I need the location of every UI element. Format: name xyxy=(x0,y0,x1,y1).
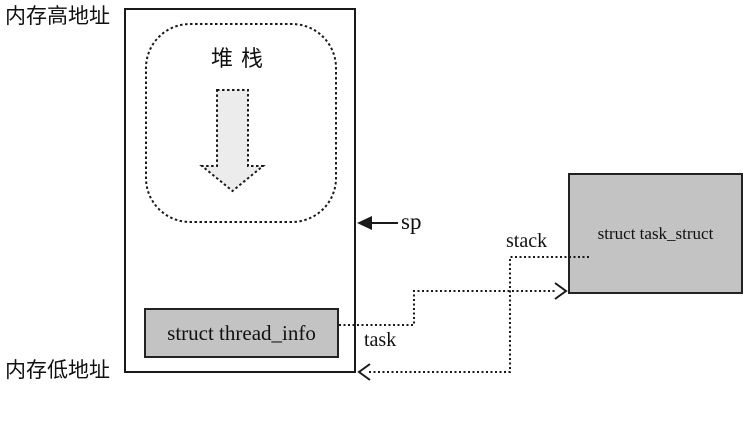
task-struct-box-label: struct task_struct xyxy=(597,223,714,243)
task-pointer-line xyxy=(339,290,557,326)
stack-pointer-arrowhead xyxy=(357,363,371,381)
task-struct-box: struct task_struct xyxy=(568,173,743,294)
task-pointer-label: task xyxy=(364,329,397,351)
sp-label: sp xyxy=(401,209,422,234)
sp-arrow-icon xyxy=(357,216,398,230)
task-pointer-arrowhead xyxy=(554,282,568,300)
memory-high-address-label: 内存高地址 xyxy=(5,4,110,28)
stack-pointer-label: stack xyxy=(506,230,548,252)
memory-low-address-label: 内存低地址 xyxy=(5,358,110,382)
stack-pointer-line xyxy=(367,256,589,373)
thread-info-box-label: struct thread_info xyxy=(167,320,316,345)
stack-pointer-arrow xyxy=(357,256,589,381)
thread-info-box: struct thread_info xyxy=(144,308,339,358)
task-pointer-arrow xyxy=(339,282,568,326)
stack-region-label: 堆栈 xyxy=(210,46,271,71)
sp-arrow-head xyxy=(357,216,372,230)
